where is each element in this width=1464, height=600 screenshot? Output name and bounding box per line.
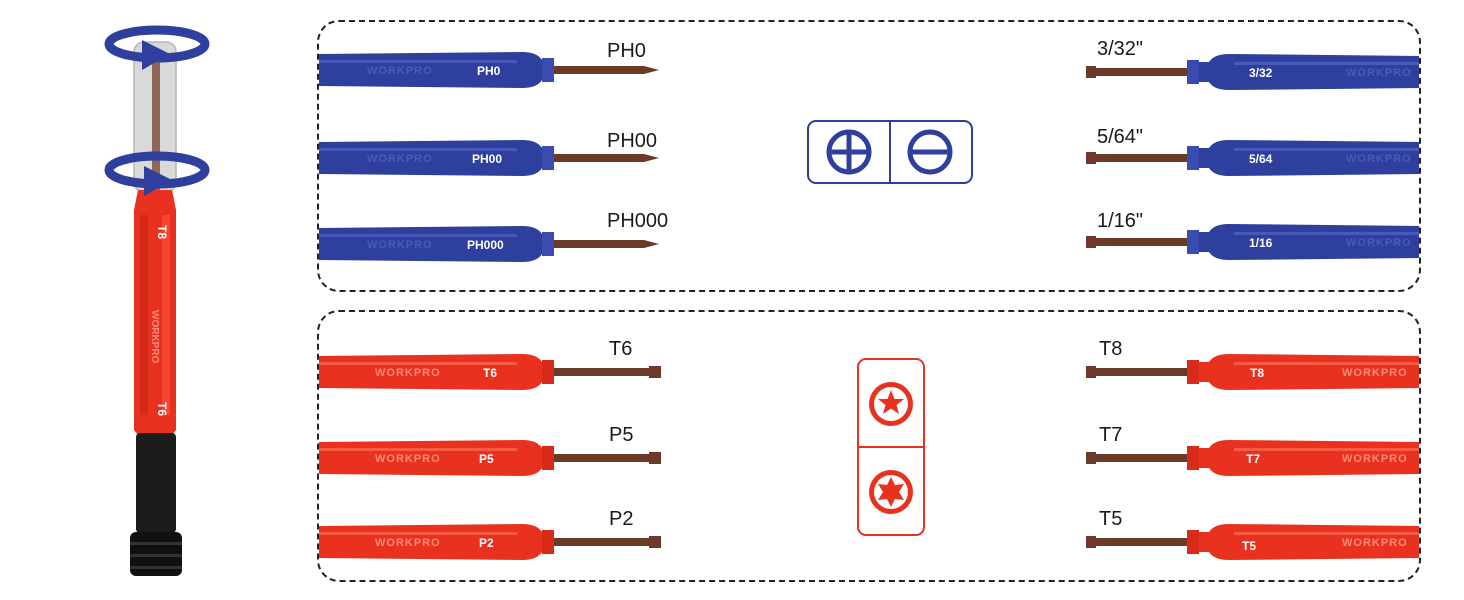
- head-type-icons-box: [807, 120, 973, 184]
- handle-brand: WORKPRO: [1346, 237, 1412, 249]
- torx-left-label-2: P5: [609, 424, 634, 446]
- torx-right-label-3: T5: [1099, 508, 1123, 530]
- handle-brand: WORKPRO: [375, 367, 441, 379]
- slotted-label-3: 1/16": [1097, 210, 1144, 232]
- handle-label: 1/16: [1249, 236, 1273, 250]
- phillips-label-2: PH00: [607, 130, 658, 152]
- handle-label: PH00: [472, 152, 502, 166]
- main-driver-lower-label: T6: [155, 402, 169, 416]
- slotted-label-1: 3/32": [1097, 38, 1144, 60]
- pentalobe-star-icon: [869, 470, 913, 514]
- torx-driver-left-1: WORKPRO T6: [319, 354, 661, 390]
- black-grip: [136, 433, 176, 533]
- handle-brand: WORKPRO: [367, 153, 433, 165]
- torx-driver-right-3: T5 WORKPRO: [1086, 524, 1419, 560]
- handle-label: T6: [483, 366, 497, 380]
- slotted-driver-2: 5/64 WORKPRO: [1086, 140, 1419, 176]
- handle-brand: WORKPRO: [375, 537, 441, 549]
- precision-red-panel: WORKPRO T6 WORKPRO P5 WORKPRO P2 T6 P5 P…: [317, 310, 1421, 582]
- torx-driver-right-1: T8 WORKPRO: [1086, 354, 1419, 390]
- phillips-driver-2: WORKPRO PH00: [319, 140, 659, 176]
- phillips-label-1: PH0: [607, 40, 646, 62]
- handle-brand: WORKPRO: [367, 65, 433, 77]
- phillips-driver-1: WORKPRO PH0: [319, 52, 659, 88]
- slotted-driver-3: 1/16 WORKPRO: [1086, 224, 1419, 260]
- torx-left-label-3: P2: [609, 508, 634, 530]
- handle-label: T7: [1246, 452, 1260, 466]
- handle-brand: WORKPRO: [367, 239, 433, 251]
- handle-brand: WORKPRO: [1346, 67, 1412, 79]
- handle-label: T8: [1250, 366, 1264, 380]
- main-double-ended-driver: T8 WORKPRO T6: [104, 25, 210, 576]
- torx-star-icon: [869, 382, 913, 426]
- phillips-label-3: PH000: [607, 210, 669, 232]
- handle-brand: WORKPRO: [1346, 153, 1412, 165]
- torx-right-label-2: T7: [1099, 424, 1123, 446]
- handle-label: PH0: [477, 64, 501, 78]
- main-driver-brand: WORKPRO: [149, 310, 160, 364]
- slotted-driver-1: 3/32 WORKPRO: [1086, 54, 1419, 90]
- handle-brand: WORKPRO: [1342, 453, 1408, 465]
- torx-driver-left-2: WORKPRO P5: [319, 440, 661, 476]
- torx-left-label-1: T6: [609, 338, 633, 360]
- slotted-label-2: 5/64": [1097, 126, 1144, 148]
- precision-blue-panel: WORKPRO PH0 WORKPRO PH00 WORKPRO PH000 P…: [317, 20, 1421, 292]
- torx-right-label-1: T8: [1099, 338, 1123, 360]
- handle-brand: WORKPRO: [375, 453, 441, 465]
- inner-bit: [152, 60, 160, 190]
- phillips-driver-3: WORKPRO PH000: [319, 226, 659, 262]
- torx-driver-left-3: WORKPRO P2: [319, 524, 661, 560]
- torx-driver-right-2: T7 WORKPRO: [1086, 440, 1419, 476]
- handle-label: PH000: [467, 238, 504, 252]
- handle-brand: WORKPRO: [1342, 367, 1408, 379]
- slotted-head-icon: [907, 129, 953, 175]
- phillips-head-icon: [826, 129, 872, 175]
- star-head-icons-box: [857, 358, 925, 536]
- handle-label: P5: [479, 452, 494, 466]
- handle-label: 5/64: [1249, 152, 1273, 166]
- handle-label: P2: [479, 536, 494, 550]
- handle-brand: WORKPRO: [1342, 537, 1408, 549]
- main-driver-upper-label: T8: [155, 225, 169, 239]
- handle-label: T5: [1242, 539, 1256, 553]
- handle-label: 3/32: [1249, 66, 1273, 80]
